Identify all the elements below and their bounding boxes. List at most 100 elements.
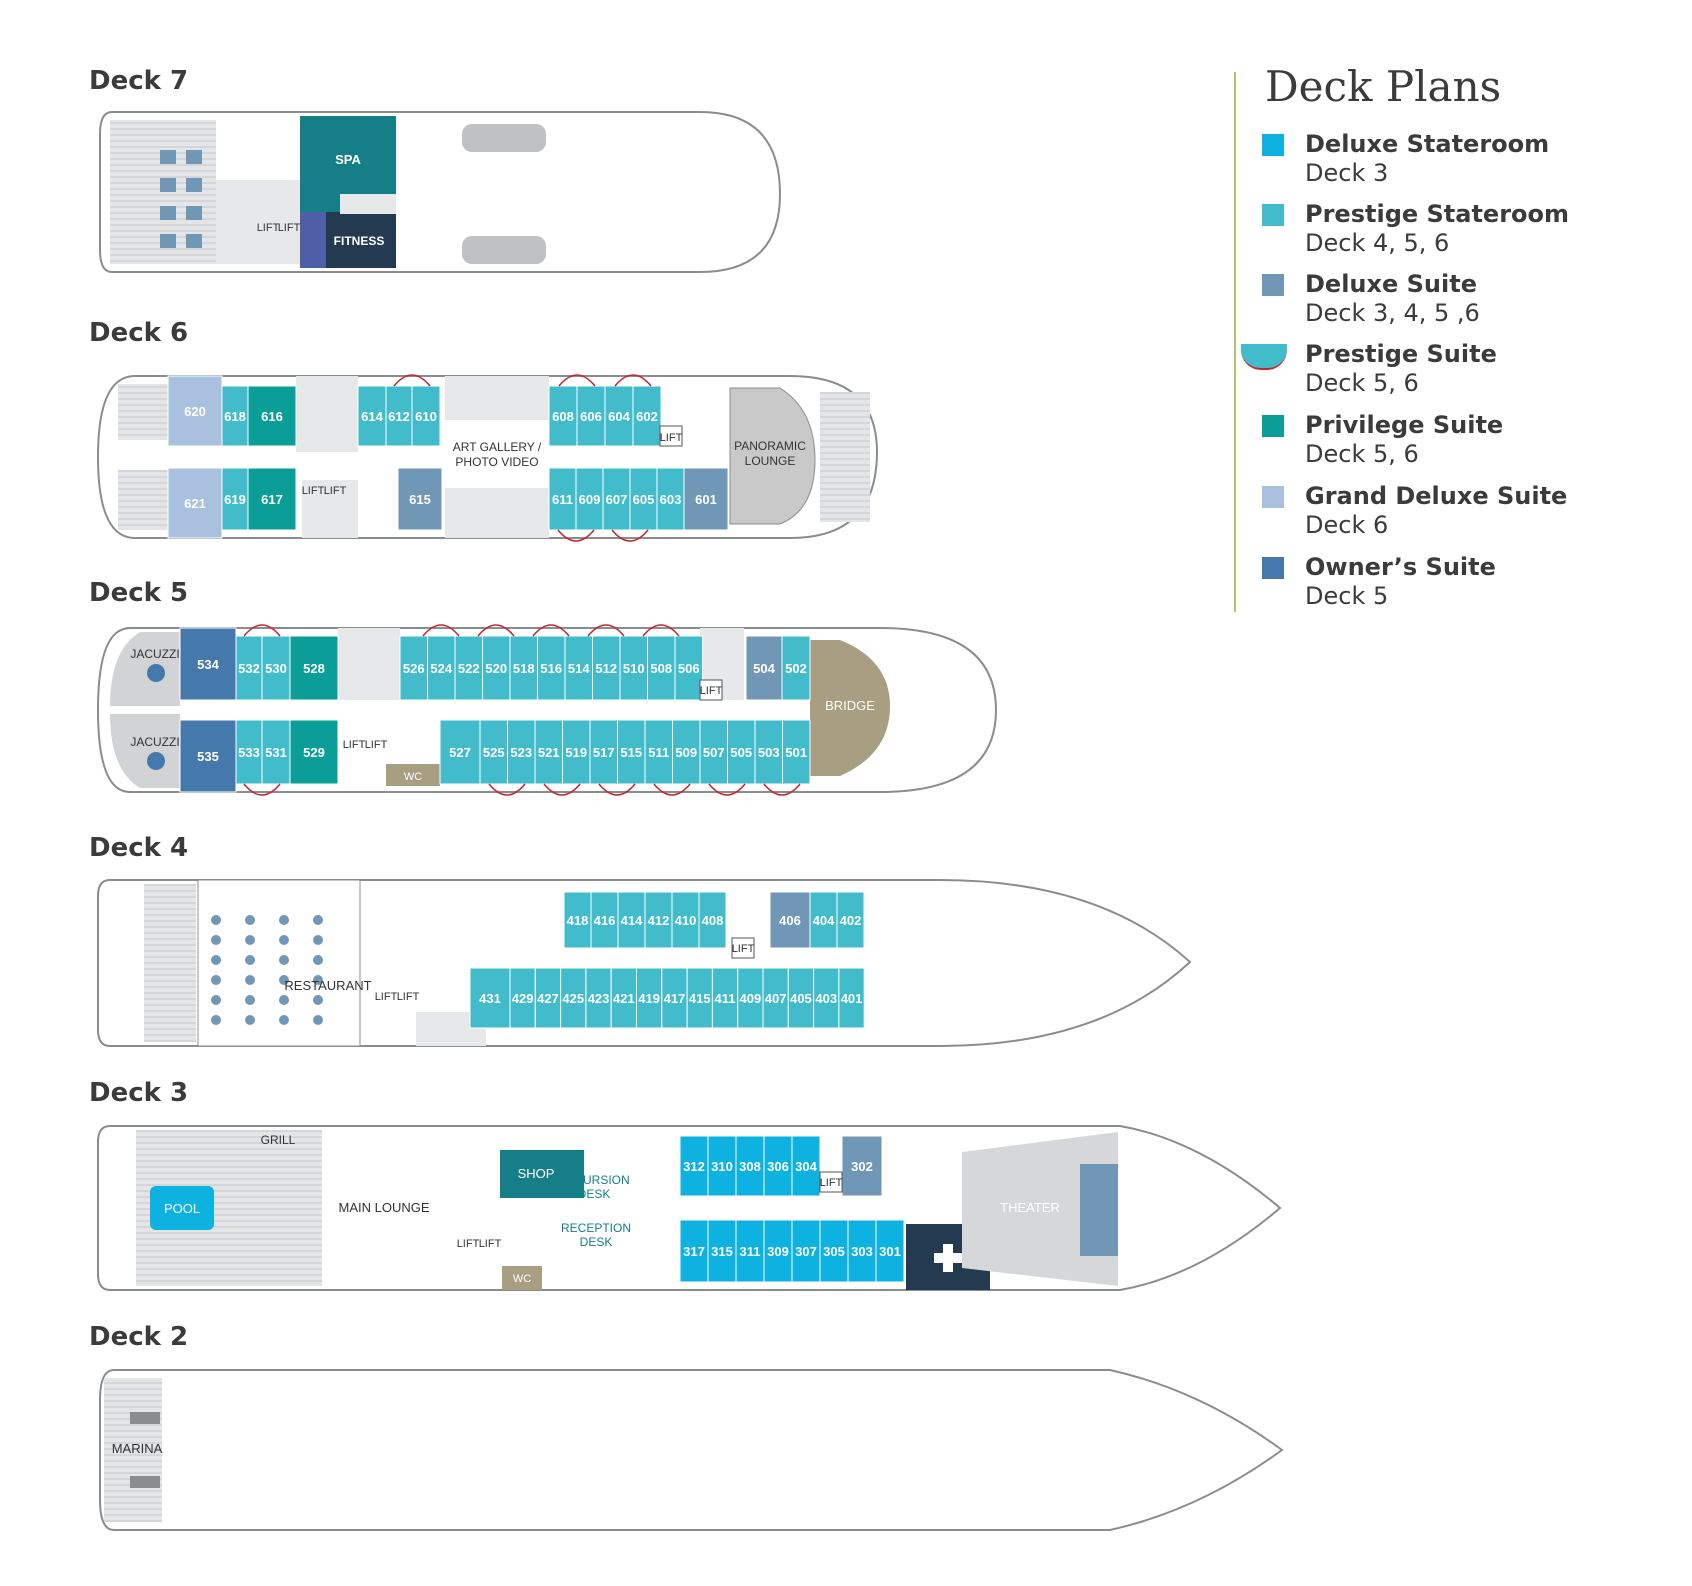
prestige-suite-arc-lower-1 [488, 783, 526, 796]
cabin-409[interactable] [737, 967, 764, 1029]
cabin-405[interactable] [787, 967, 815, 1029]
cabin-533[interactable] [235, 719, 263, 785]
cabin-417[interactable] [661, 967, 688, 1029]
cabin-515[interactable] [617, 719, 646, 785]
cabin-401[interactable] [838, 967, 865, 1029]
cabin-427[interactable] [534, 967, 562, 1029]
cabin-509[interactable] [672, 719, 701, 785]
cabin-number-427: 427 [537, 991, 559, 1006]
deck-7-tender-1 [462, 124, 546, 152]
cabin-531[interactable] [261, 719, 291, 785]
deck-7-tender-2 [462, 236, 546, 264]
legend-decks: Deck 3 [1305, 159, 1389, 187]
cabin-527[interactable] [439, 719, 481, 785]
cabin-407[interactable] [762, 967, 789, 1029]
deck-7-lift-1: LIFT [257, 222, 280, 234]
cabin-502[interactable] [781, 635, 811, 701]
cabin-616[interactable] [247, 385, 297, 447]
cabin-number-519: 519 [565, 745, 587, 760]
cabin-301[interactable] [875, 1219, 905, 1283]
cabin-number-317: 317 [683, 1244, 705, 1259]
restaurant-table [245, 995, 255, 1005]
legend-name: Privilege Suite [1305, 411, 1504, 439]
cabin-315[interactable] [707, 1219, 737, 1283]
cabin-618[interactable] [221, 385, 249, 447]
cabin-518[interactable] [509, 635, 538, 701]
cabin-507[interactable] [699, 719, 728, 785]
cabin-408[interactable] [698, 891, 727, 949]
cabin-503[interactable] [754, 719, 783, 785]
cabin-308[interactable] [735, 1135, 765, 1197]
cabin-534[interactable] [179, 627, 237, 701]
cabin-309[interactable] [763, 1219, 793, 1283]
cabin-311[interactable] [735, 1219, 765, 1283]
cabin-535[interactable] [179, 719, 237, 793]
cabin-302[interactable] [841, 1135, 883, 1197]
cabin-620[interactable] [167, 375, 223, 447]
cabin-604[interactable] [604, 385, 634, 447]
cabin-number-407: 407 [765, 991, 787, 1006]
deck-3-medical-cross-h [934, 1253, 962, 1263]
deck-6-label: Deck 6 [89, 318, 189, 348]
cabin-514[interactable] [564, 635, 593, 701]
cabin-528[interactable] [289, 635, 339, 701]
cabin-603[interactable] [656, 467, 685, 531]
restaurant-table [313, 995, 323, 1005]
cabin-504[interactable] [745, 635, 783, 701]
cabin-516[interactable] [537, 635, 566, 701]
cabin-601[interactable] [683, 467, 729, 531]
cabin-510[interactable] [619, 635, 648, 701]
cabin-612[interactable] [385, 385, 413, 447]
cabin-605[interactable] [629, 467, 658, 531]
cabin-415[interactable] [686, 967, 713, 1029]
cabin-431[interactable] [469, 967, 511, 1029]
cabin-530[interactable] [261, 635, 291, 701]
cabin-414[interactable] [617, 891, 646, 949]
cabin-305[interactable] [819, 1219, 849, 1283]
cabin-524[interactable] [427, 635, 456, 701]
cabin-611[interactable] [548, 467, 577, 531]
cabin-520[interactable] [482, 635, 511, 701]
cabin-508[interactable] [647, 635, 676, 701]
cabin-304[interactable] [791, 1135, 821, 1197]
cabin-512[interactable] [592, 635, 621, 701]
legend-decks: Deck 5, 6 [1305, 440, 1419, 468]
cabin-number-529: 529 [303, 745, 325, 760]
cabin-number-605: 605 [633, 492, 655, 507]
cabin-617[interactable] [247, 467, 297, 531]
cabin-526[interactable] [399, 635, 428, 701]
cabin-number-505: 505 [730, 745, 752, 760]
cabin-number-408: 408 [702, 913, 724, 928]
restaurant-table [279, 1015, 289, 1025]
sun-lounger [186, 206, 202, 220]
cabin-number-606: 606 [580, 409, 602, 424]
cabin-501[interactable] [782, 719, 811, 785]
cabin-529[interactable] [289, 719, 339, 785]
cabin-406[interactable] [769, 891, 811, 949]
cabin-505[interactable] [727, 719, 756, 785]
deck-6-gallery-block-1 [296, 376, 358, 452]
cabin-402[interactable] [836, 891, 865, 949]
cabin-419[interactable] [636, 967, 663, 1029]
cabin-506[interactable] [674, 635, 703, 701]
cabin-307[interactable] [791, 1219, 821, 1283]
cabin-303[interactable] [847, 1219, 877, 1283]
cabin-425[interactable] [560, 967, 587, 1029]
cabin-412[interactable] [644, 891, 673, 949]
cabin-418[interactable] [563, 891, 592, 949]
deck-6-lounge-line-1: PANORAMIC [734, 439, 806, 453]
cabin-number-521: 521 [538, 745, 560, 760]
cabin-615[interactable] [397, 467, 443, 531]
cabin-609[interactable] [575, 467, 604, 531]
cabin-411[interactable] [711, 967, 739, 1029]
cabin-610[interactable] [411, 385, 441, 447]
cabin-614[interactable] [357, 385, 387, 447]
cabin-522[interactable] [454, 635, 483, 701]
restaurant-table [211, 935, 221, 945]
cabin-421[interactable] [610, 967, 638, 1029]
cabin-602[interactable] [632, 385, 662, 447]
cabin-621[interactable] [167, 467, 223, 539]
cabin-306[interactable] [763, 1135, 793, 1197]
legend-swatch [1262, 134, 1284, 156]
cabin-312[interactable] [679, 1135, 709, 1197]
